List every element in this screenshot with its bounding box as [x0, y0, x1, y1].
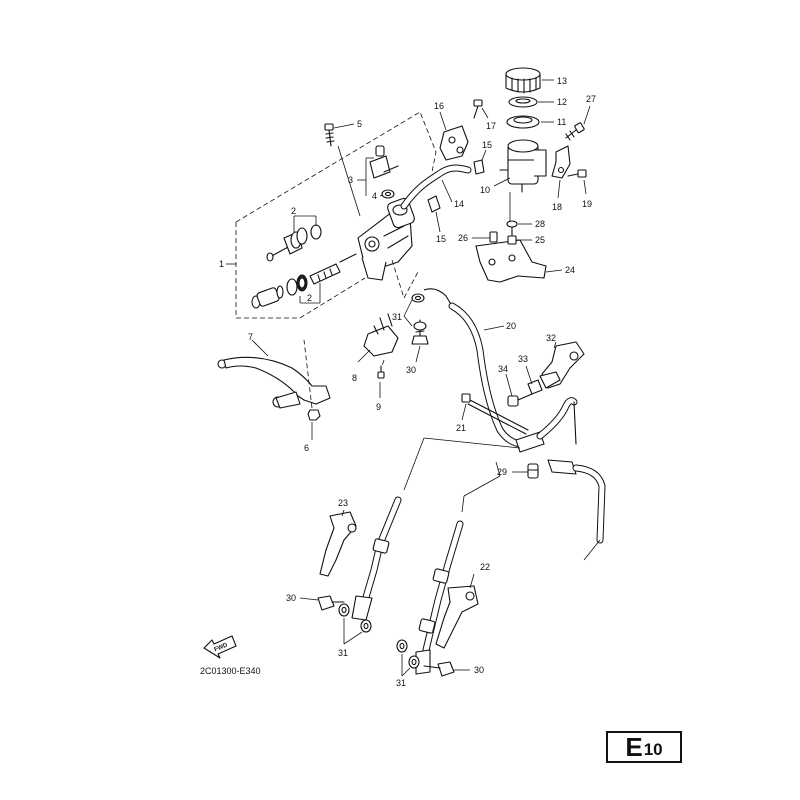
callout-14: 14	[454, 199, 464, 209]
hose-clamp-15-lower	[427, 195, 441, 233]
callout-29: 29	[497, 467, 507, 477]
washers-31-left	[338, 603, 372, 645]
callout-12: 12	[557, 97, 567, 107]
callout-20: 20	[506, 321, 516, 331]
fitting-29	[512, 463, 539, 479]
callouts: 1 2 2 3 4 5 6 7 8 9 10 11 12 13 14 15 15…	[219, 76, 596, 688]
bracket-24	[475, 239, 563, 283]
union-bolt-30-left	[299, 595, 345, 611]
bolt-5	[324, 123, 361, 217]
reservoir-hose-14	[400, 164, 472, 210]
washers-31-upper	[403, 293, 427, 331]
caliper-32	[539, 341, 585, 389]
callout-30-right: 30	[474, 665, 484, 675]
callout-32: 32	[546, 333, 556, 343]
brake-hose-20	[423, 288, 606, 544]
piston-kit-upper	[266, 215, 322, 262]
section-letter: E	[625, 732, 643, 762]
callout-25: 25	[535, 235, 545, 245]
callout-13: 13	[557, 76, 567, 86]
bracket-18	[551, 145, 571, 199]
callout-24: 24	[565, 265, 575, 275]
callout-15-lower: 15	[436, 234, 446, 244]
brake-lever-7	[217, 339, 331, 409]
diagram-code: 2C01300-E340	[200, 666, 261, 676]
hose-bracket-22	[435, 573, 479, 649]
washer-4	[379, 189, 395, 199]
callout-8: 8	[352, 373, 357, 383]
hose-joint-3	[357, 145, 399, 196]
callout-7: 7	[248, 332, 253, 342]
hose-bracket-23	[319, 509, 357, 577]
fwd-label: FWD	[214, 642, 230, 653]
bolt-26	[472, 231, 498, 243]
callout-3: 3	[348, 175, 353, 185]
body-switch-guide	[391, 259, 405, 299]
callout-1: 1	[219, 259, 224, 269]
callout-30-upper: 30	[406, 365, 416, 375]
piston-kit-lower	[251, 253, 357, 309]
brake-hose-left	[351, 496, 402, 621]
reservoir-tank-10	[493, 139, 547, 193]
callout-5: 5	[357, 119, 362, 129]
callout-23: 23	[338, 498, 348, 508]
callout-16: 16	[434, 101, 444, 111]
hose-guide-21	[461, 393, 529, 435]
callout-2-lower: 2	[307, 293, 312, 303]
callout-19: 19	[582, 199, 592, 209]
switch-screw-guide	[381, 359, 385, 367]
callout-22: 22	[480, 562, 490, 572]
reservoir-cap-13	[505, 67, 554, 94]
callout-9: 9	[376, 402, 381, 412]
cover-16	[439, 111, 469, 161]
plate-12	[508, 96, 554, 108]
callout-28: 28	[535, 219, 545, 229]
bolt-34	[505, 373, 533, 407]
callout-33: 33	[518, 354, 528, 364]
screw-9	[377, 365, 385, 398]
hose-clamp-15-upper	[473, 149, 487, 175]
nut-6	[303, 339, 321, 440]
callout-2-upper: 2	[291, 206, 296, 216]
callout-21: 21	[456, 423, 466, 433]
master-cylinder-body	[357, 197, 415, 281]
callout-17: 17	[486, 121, 496, 131]
section-badge: E 10	[606, 731, 682, 763]
bolt-19	[567, 169, 587, 195]
callout-11: 11	[557, 117, 566, 127]
connector-lines	[403, 437, 601, 561]
callout-10: 10	[480, 185, 490, 195]
diaphragm-11	[506, 115, 554, 129]
callout-34: 34	[498, 364, 508, 374]
callout-30-left: 30	[286, 593, 296, 603]
callout-31-upper: 31	[392, 312, 402, 322]
bolt-17	[473, 99, 489, 119]
bolt-33	[525, 365, 543, 395]
brake-switch-8	[357, 313, 399, 363]
bolt-27	[565, 105, 591, 141]
section-number: 10	[643, 740, 663, 759]
body-hose-guide	[403, 271, 419, 299]
brake-hose-right	[415, 520, 464, 675]
fwd-arrow-icon: FWD	[203, 635, 237, 659]
bolt-28	[506, 220, 532, 237]
callout-26: 26	[458, 233, 468, 243]
callout-6: 6	[304, 443, 309, 453]
callout-15-upper: 15	[482, 140, 492, 150]
callout-18: 18	[552, 202, 562, 212]
master-cylinder-kit-boundary	[226, 111, 437, 319]
washers-31-right	[396, 639, 420, 677]
callout-31-right: 31	[396, 678, 406, 688]
callout-27: 27	[586, 94, 596, 104]
callout-4: 4	[372, 191, 377, 201]
union-bolt-30-right	[423, 661, 470, 677]
callout-31-left: 31	[338, 648, 348, 658]
